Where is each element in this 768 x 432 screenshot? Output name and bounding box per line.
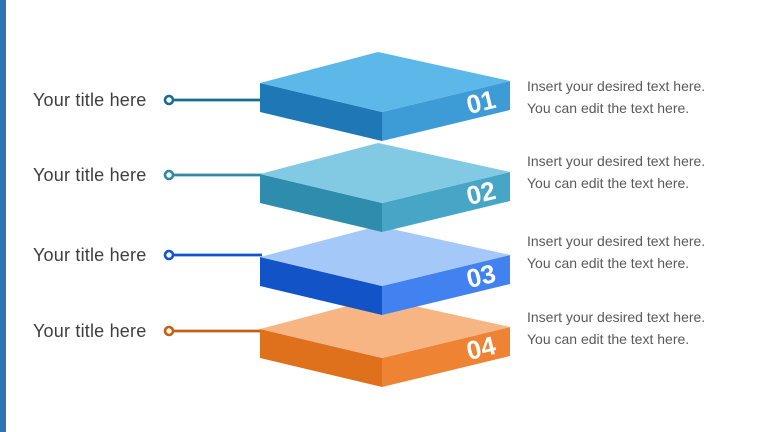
layer-box-03: 03	[260, 226, 510, 315]
box-top-face	[260, 226, 510, 286]
box-right-face	[382, 255, 510, 315]
row-description-4: Insert your desired text here. You can e…	[527, 306, 705, 350]
layer-number: 01	[463, 84, 498, 120]
box-left-face	[260, 257, 382, 315]
connector-dot-icon	[163, 325, 175, 337]
box-right-face	[382, 327, 510, 387]
row-title-3: Your title here	[33, 245, 147, 265]
connector-3	[163, 249, 262, 261]
box-top-face	[260, 298, 510, 358]
description-line-2: You can edit the text here.	[527, 331, 690, 347]
row-description-2: Insert your desired text here. You can e…	[527, 150, 705, 194]
layer-box-02: 02	[260, 143, 510, 232]
layer-box-01: 01	[260, 52, 510, 141]
connector-dot-icon	[163, 94, 175, 106]
layer-box-04: 04	[260, 298, 510, 387]
description-line-1: Insert your desired text here.	[527, 233, 706, 249]
box-left-face	[260, 174, 382, 232]
box-left-face	[260, 83, 382, 141]
description-line-1: Insert your desired text here.	[527, 78, 706, 94]
connector-1	[163, 94, 262, 106]
row-title-2: Your title here	[33, 165, 147, 185]
left-accent-bar	[0, 0, 6, 432]
description-line-1: Insert your desired text here.	[527, 309, 706, 325]
box-top-face	[260, 143, 510, 203]
row-title-1: Your title here	[33, 90, 147, 110]
box-left-face	[260, 329, 382, 387]
box-top-face	[260, 52, 510, 112]
description-line-2: You can edit the text here.	[527, 100, 690, 116]
box-right-face	[382, 172, 510, 232]
row-title-4: Your title here	[33, 321, 147, 341]
row-description-3: Insert your desired text here. You can e…	[527, 230, 705, 274]
connector-dot-icon	[163, 249, 175, 261]
box-right-face	[382, 81, 510, 141]
description-line-2: You can edit the text here.	[527, 255, 690, 271]
layer-number: 02	[463, 175, 498, 211]
layer-number: 03	[463, 258, 498, 294]
connector-dot-icon	[163, 169, 175, 181]
connector-4	[163, 325, 262, 337]
description-line-2: You can edit the text here.	[527, 175, 690, 191]
description-line-1: Insert your desired text here.	[527, 153, 706, 169]
connector-2	[163, 169, 262, 181]
row-description-1: Insert your desired text here. You can e…	[527, 75, 705, 119]
